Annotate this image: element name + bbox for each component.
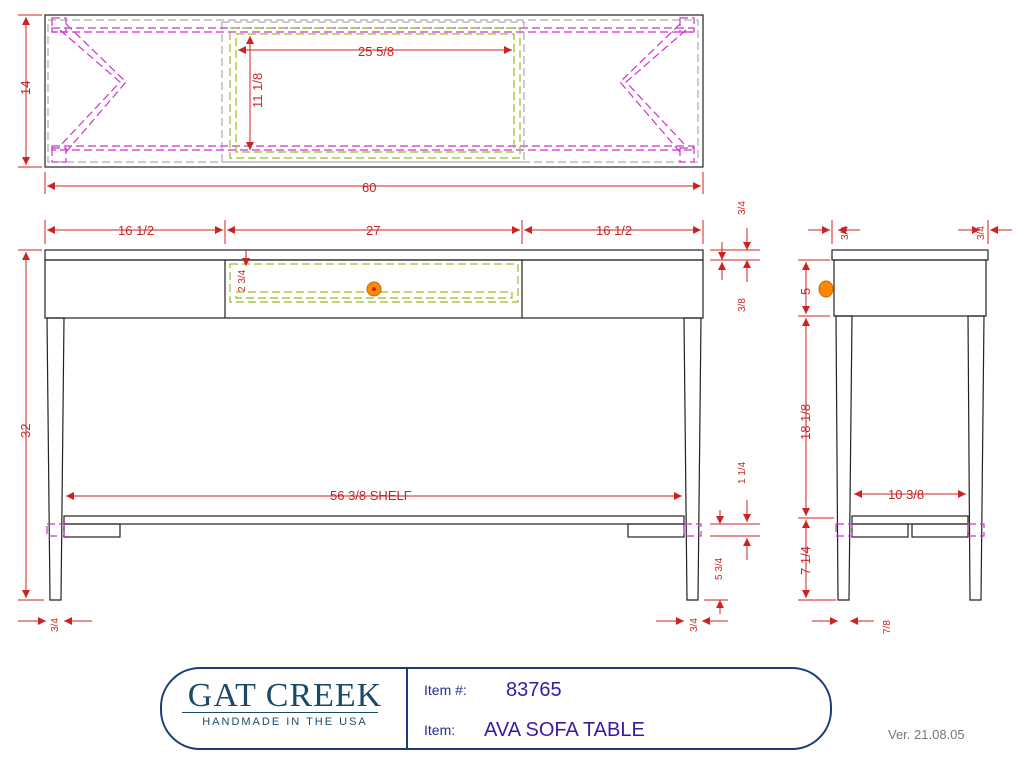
front-view [44, 249, 704, 601]
dim-side-apron: 5 [798, 288, 813, 295]
dim-side-leg-width: 7/8 [882, 620, 893, 634]
dim-apron-gap: 3/8 [737, 298, 748, 312]
brand-logo: GAT CREEK [187, 677, 383, 714]
dim-top-depth: 14 [18, 81, 33, 95]
side-knob [818, 280, 834, 298]
dim-shelf-length: 56 3/8 SHELF [330, 488, 412, 503]
item-number-label: Item #: [424, 682, 467, 698]
dim-overall-height: 32 [18, 424, 33, 438]
dim-drawer-depth-top: 11 1/8 [250, 73, 265, 108]
brand-underline [182, 712, 378, 713]
dim-shelf-thickness: 1 1/4 [737, 461, 748, 484]
side-view-dimensions: 3/4 3/4 5 18 1/8 7 1/4 10 3/8 7/8 [798, 220, 1012, 634]
dim-center-section: 27 [366, 223, 380, 238]
dim-side-shelf-depth: 10 3/8 [888, 487, 924, 502]
item-name-value: AVA SOFA TABLE [484, 719, 645, 741]
dim-top-thickness: 3/4 [737, 201, 748, 215]
dim-side-lower: 7 1/4 [798, 546, 813, 575]
dim-overall-width: 60 [362, 180, 376, 195]
brand-tagline: HANDMADE IN THE USA [202, 716, 368, 728]
dim-leg-inset-left: 3/4 [50, 618, 61, 632]
title-block [160, 667, 832, 750]
top-view-dimensions: 14 25 5/8 11 1/8 60 [18, 14, 704, 195]
dim-side-leg-height: 18 1/8 [798, 404, 813, 440]
version-label: Ver. 21.08.05 [888, 727, 965, 742]
dim-side-overhang-right: 3/4 [976, 226, 987, 240]
title-block-divider [406, 667, 408, 750]
dim-left-section: 16 1/2 [118, 223, 154, 238]
top-view [44, 14, 704, 168]
item-number-value: 83765 [506, 679, 562, 701]
item-label: Item: [424, 722, 456, 738]
dim-right-section: 16 1/2 [596, 223, 632, 238]
dim-shelf-height: 5 3/4 [714, 557, 725, 580]
side-view [818, 249, 989, 601]
front-view-dimensions: 16 1/2 27 16 1/2 2 3/4 32 56 3/8 SHELF 3… [18, 201, 760, 632]
dim-leg-inset-right: 3/4 [689, 618, 700, 632]
dim-drawer-height: 2 3/4 [237, 269, 248, 292]
dim-side-overhang-left: 3/4 [840, 226, 851, 240]
dim-drawer-width-top: 25 5/8 [358, 44, 394, 59]
